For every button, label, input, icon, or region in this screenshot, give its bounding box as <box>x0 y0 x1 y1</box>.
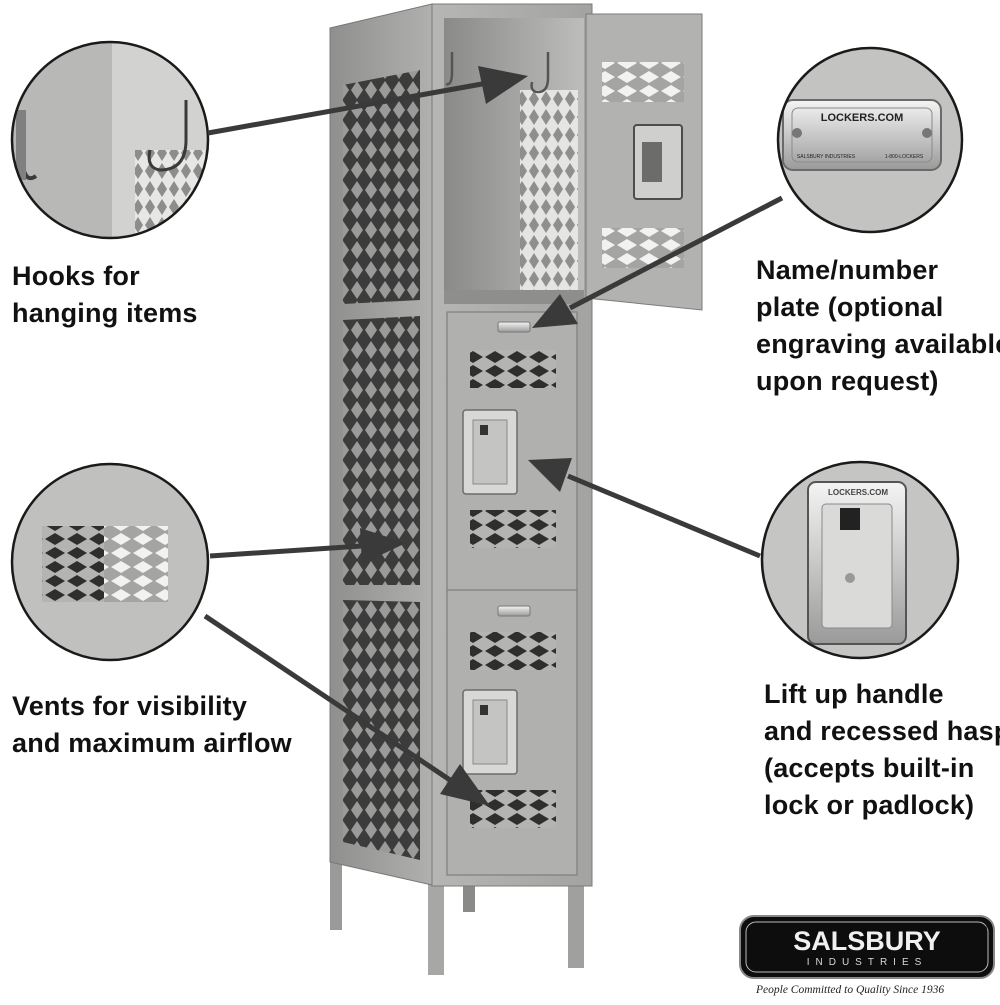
arrow-head <box>532 294 578 328</box>
callout-line: Lift up handle <box>764 679 944 709</box>
callout-line: and maximum airflow <box>12 728 292 758</box>
callout-line: Name/number <box>756 255 939 285</box>
arrow-plate <box>568 195 784 311</box>
arrow-handle <box>567 473 761 559</box>
door-vent <box>470 510 556 548</box>
arrow-hooks <box>207 81 483 136</box>
interior-side-mesh <box>520 90 578 295</box>
side-vent-mesh <box>343 70 420 304</box>
door-number-plate <box>497 321 531 333</box>
locker-leg <box>568 880 584 968</box>
hasp-slot <box>480 425 488 435</box>
door-number-plate <box>497 605 531 617</box>
door-vent <box>470 350 556 388</box>
handle-detail-disc: LOCKERS.COM <box>760 460 960 660</box>
callout-line: hanging items <box>12 298 198 328</box>
hook-icon <box>530 52 550 94</box>
logo-tagline: People Committed to Quality Since 1936 <box>756 984 945 996</box>
plate-brand-text: LOCKERS.COM <box>821 112 904 124</box>
vents-detail-disc <box>10 462 210 662</box>
side-vent-mesh <box>343 600 420 860</box>
hooks-detail-disc <box>10 40 210 240</box>
callout-line: (accepts built-in <box>764 753 975 783</box>
arrow-head <box>528 458 572 492</box>
locker-leg <box>463 880 475 912</box>
callout-line: Hooks for <box>12 261 140 291</box>
hasp-slot <box>480 705 488 715</box>
door-vent <box>470 632 556 670</box>
callout-line: lock or padlock) <box>764 790 975 820</box>
callout-hooks: Hooks for hanging items <box>12 258 198 332</box>
plate-sub-left: SALSBURY INDUSTRIES <box>797 154 856 160</box>
hook-icon <box>445 52 454 86</box>
salsbury-logo: SALSBURY INDUSTRIES ® <box>739 915 995 979</box>
arrow-door-vent <box>203 613 452 783</box>
plate-sub-right: 1-800-LOCKERS <box>885 154 924 160</box>
latch-handle <box>642 142 662 182</box>
arrow-head <box>440 764 490 806</box>
arrow-head <box>360 528 406 564</box>
callout-line: Vents for visibility <box>12 691 248 721</box>
locker-leg <box>428 880 444 975</box>
logo-sub: INDUSTRIES <box>807 957 928 968</box>
shelf <box>444 290 584 304</box>
callout-line: and recessed hasp <box>764 716 1000 746</box>
locker-leg <box>330 860 342 930</box>
recessed-hasp <box>472 699 508 765</box>
callout-vents: Vents for visibility and maximum airflow <box>12 688 292 762</box>
arrow-head <box>478 66 528 104</box>
locker <box>329 3 703 975</box>
side-vent-mesh <box>343 316 420 585</box>
recessed-hasp <box>472 419 508 485</box>
callout-line: plate (optional <box>756 292 944 322</box>
door-vent <box>470 790 556 828</box>
door-plate-text: LOCKERS.COM <box>828 488 888 497</box>
name-plate-detail-disc: LOCKERS.COM SALSBURY INDUSTRIES 1-800-LO… <box>776 46 964 234</box>
door-vent <box>602 228 684 268</box>
registered-mark: ® <box>986 922 992 931</box>
callout-line: engraving available <box>756 329 1000 359</box>
logo-name: SALSBURY <box>793 926 941 956</box>
callout-arrows <box>203 66 784 806</box>
callout-handle: Lift up handle and recessed hasp (accept… <box>764 676 1000 824</box>
arrow-side-vent <box>209 543 363 559</box>
callout-line: upon request) <box>756 366 939 396</box>
door-vent <box>602 62 684 102</box>
callout-name-plate: Name/number plate (optional engraving av… <box>756 252 1000 400</box>
